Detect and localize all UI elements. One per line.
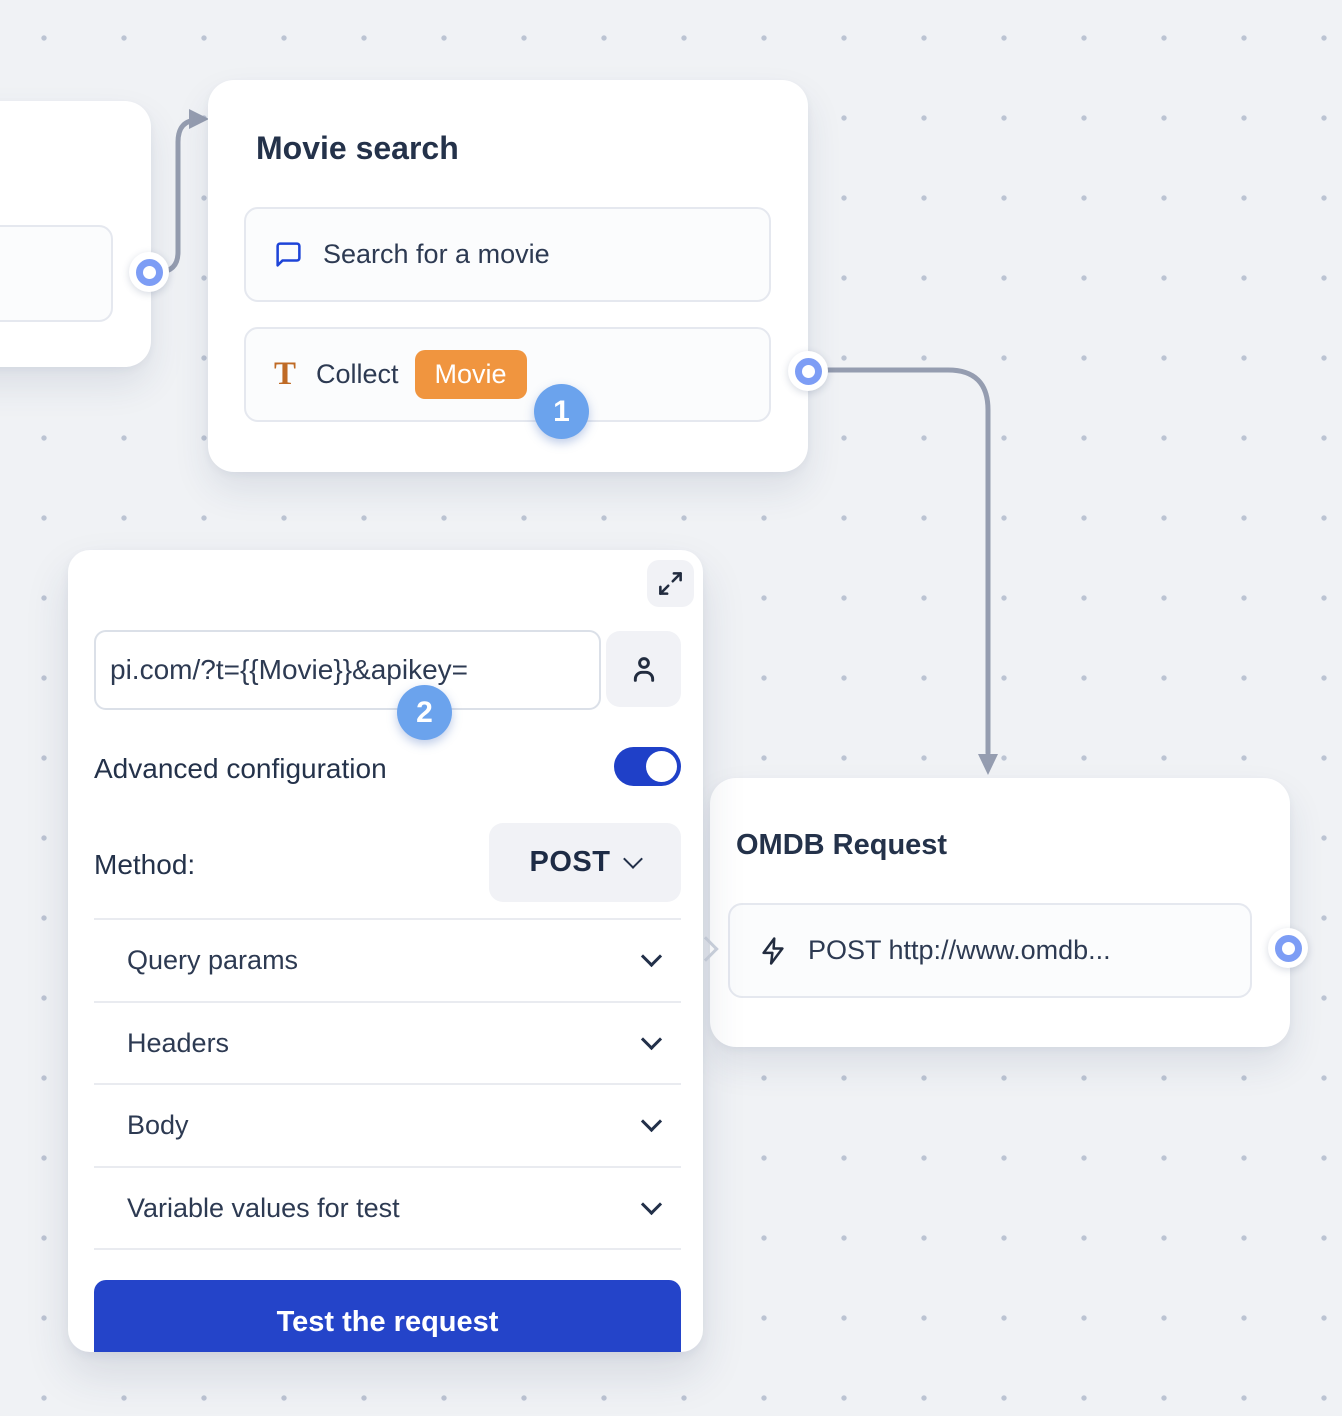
- connector-arrowhead-right: [189, 109, 209, 129]
- section-query-params[interactable]: Query params: [94, 918, 681, 1001]
- port-ring: [135, 258, 163, 286]
- question-row-label: Search for a movie: [323, 239, 550, 269]
- chevron-down-icon: [623, 848, 644, 869]
- section-label: Query params: [127, 945, 299, 975]
- url-input[interactable]: [94, 630, 601, 710]
- movie-search-collect-row[interactable]: T Collect Movie: [244, 327, 771, 422]
- partial-node-card[interactable]: [0, 101, 151, 367]
- section-variable-values[interactable]: Variable values for test: [94, 1166, 681, 1249]
- section-label: Headers: [127, 1028, 230, 1058]
- step-badge-2: 2: [397, 685, 452, 740]
- section-label: Body: [127, 1110, 189, 1140]
- toggle-knob: [646, 751, 677, 782]
- expand-button[interactable]: [647, 560, 694, 607]
- method-dropdown[interactable]: POST: [489, 823, 681, 902]
- chevron-down-icon: [640, 1028, 663, 1051]
- omdb-request-title: OMDB Request: [736, 829, 948, 861]
- method-value: POST: [529, 846, 611, 878]
- movie-search-output-port[interactable]: [788, 351, 828, 391]
- person-icon: [633, 657, 654, 682]
- chevron-down-icon: [640, 1110, 663, 1133]
- omdb-row-label: POST http://www.omdb...: [808, 935, 1111, 965]
- port-ring: [1274, 934, 1302, 962]
- omdb-request-node[interactable]: OMDB Request POST http://www.omdb...: [693, 778, 1290, 1047]
- lightning-icon: [762, 936, 784, 965]
- expand-icon: [659, 572, 682, 595]
- connector-movie-to-omdb: [805, 367, 991, 756]
- section-label: Variable values for test: [127, 1193, 400, 1223]
- test-request-button[interactable]: Test the request: [94, 1280, 681, 1352]
- section-body[interactable]: Body: [94, 1083, 681, 1166]
- movie-search-question-row[interactable]: Search for a movie: [244, 207, 771, 302]
- omdb-output-port[interactable]: [1268, 928, 1308, 968]
- variable-chip-movie[interactable]: Movie: [414, 350, 527, 399]
- text-collect-icon: T: [274, 356, 297, 392]
- movie-search-node[interactable]: Movie search Search for a movie T Collec…: [208, 80, 808, 472]
- partial-node-output-port[interactable]: [129, 252, 169, 292]
- webhook-config-panel: Advanced configuration Method: POST Quer…: [68, 550, 703, 1352]
- partial-node-row[interactable]: [0, 225, 113, 322]
- connector-arrowhead-down: [978, 754, 998, 775]
- collect-row-label: Collect: [316, 359, 399, 389]
- chevron-down-icon: [640, 945, 663, 968]
- omdb-request-row[interactable]: POST http://www.omdb...: [728, 903, 1252, 998]
- method-label: Method:: [94, 849, 196, 880]
- connector-left-to-movie: [147, 117, 201, 275]
- movie-search-title: Movie search: [256, 130, 459, 166]
- divider: [94, 1248, 681, 1250]
- section-headers[interactable]: Headers: [94, 1001, 681, 1084]
- variables-user-button[interactable]: [606, 631, 681, 707]
- chevron-down-icon: [640, 1193, 663, 1216]
- chat-bubble-icon: [276, 242, 301, 267]
- advanced-configuration-label: Advanced configuration: [94, 753, 387, 784]
- step-badge-1: 1: [534, 384, 589, 439]
- port-ring: [794, 357, 822, 385]
- advanced-configuration-toggle[interactable]: [614, 747, 681, 786]
